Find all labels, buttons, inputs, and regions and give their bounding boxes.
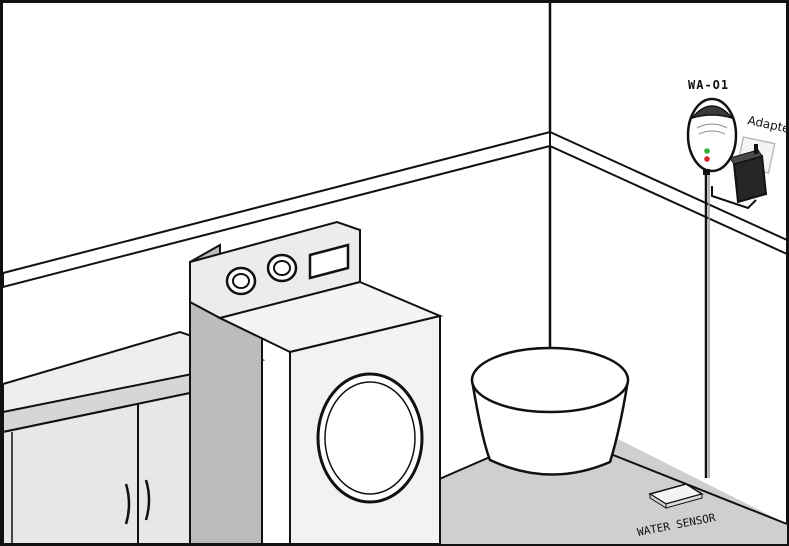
led-red-icon — [704, 156, 710, 162]
adapter-prong — [754, 144, 758, 154]
led-green-icon — [704, 148, 710, 154]
washer-knob-left-inner — [233, 274, 249, 288]
washer-knob-right-inner — [274, 261, 290, 275]
water-alarm-cable-port — [703, 169, 710, 175]
tub-rim — [472, 348, 628, 412]
device-label: WA-O1 — [688, 78, 729, 92]
washer-door-glass — [325, 382, 415, 494]
